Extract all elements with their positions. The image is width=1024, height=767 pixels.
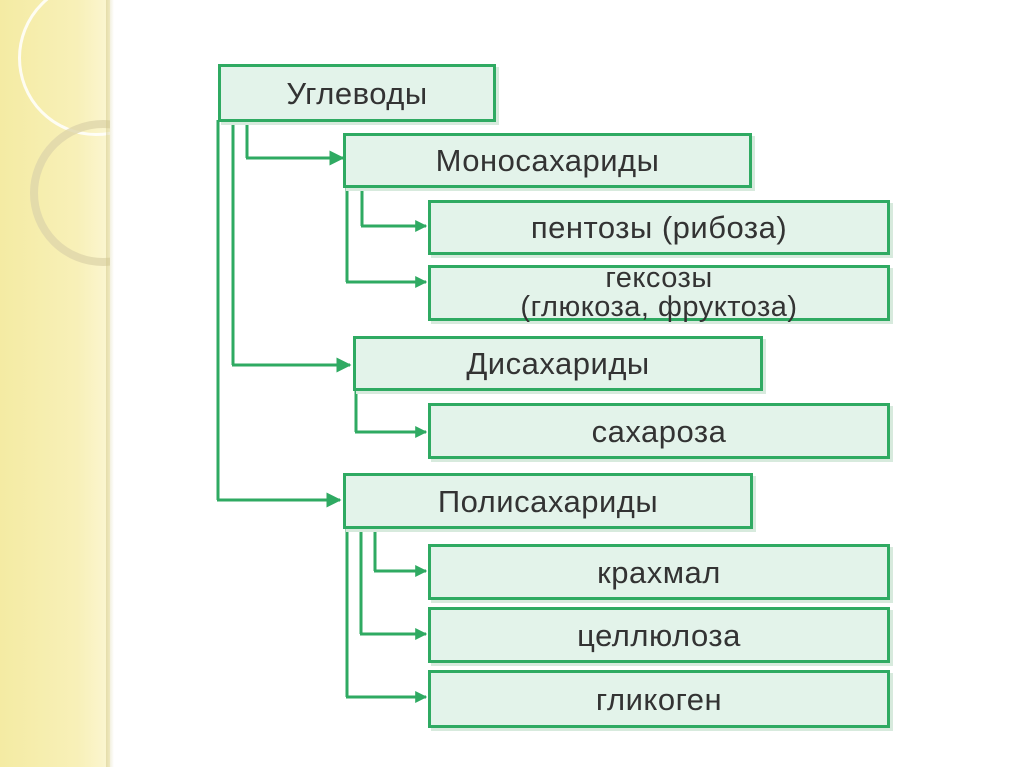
node-polysaccharides: Полисахариды (343, 473, 753, 529)
node-disaccharides-label: Дисахариды (466, 346, 650, 381)
node-disaccharides: Дисахариды (353, 336, 763, 391)
node-polysaccharides-label: Полисахариды (437, 483, 659, 519)
node-hexoses-label-line2: (глюкоза, фруктоза) (520, 291, 798, 323)
decorative-side-band (0, 0, 110, 767)
node-cellulose-label: целлюлоза (577, 617, 741, 653)
node-hexoses: гексозы (глюкоза, фруктоза) (428, 262, 890, 323)
node-cellulose: целлюлоза (428, 607, 890, 663)
node-glycogen: гликоген (428, 670, 890, 728)
node-monosaccharides: Моносахариды (343, 133, 752, 188)
node-hexoses-label-line1: гексозы (605, 262, 713, 294)
node-sucrose: сахароза (428, 403, 890, 459)
node-monosaccharides-label: Моносахариды (435, 143, 660, 178)
node-starch: крахмал (428, 544, 890, 600)
node-starch-label: крахмал (597, 554, 721, 590)
node-root-label: Углеводы (286, 75, 428, 111)
node-pentoses: пентозы (рибоза) (428, 200, 890, 255)
node-root: Углеводы (218, 64, 496, 122)
node-sucrose-label: сахароза (591, 413, 727, 449)
node-pentoses-label: пентозы (рибоза) (530, 210, 788, 245)
side-band-shadow (106, 0, 114, 767)
node-glycogen-label: гликоген (595, 681, 723, 717)
